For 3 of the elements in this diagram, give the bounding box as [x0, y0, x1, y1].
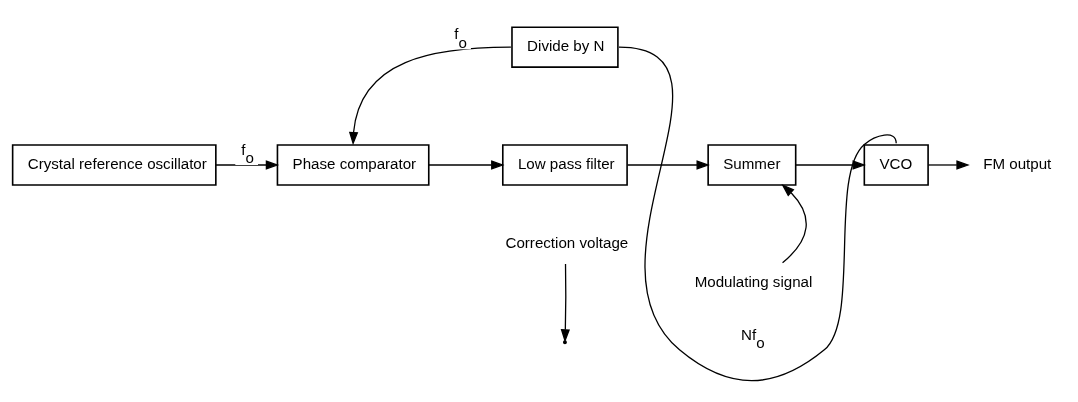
node-text: FM output	[983, 154, 1052, 172]
node-text: Modulating signal	[694, 272, 813, 290]
node-text: Correction voltage	[505, 233, 629, 251]
